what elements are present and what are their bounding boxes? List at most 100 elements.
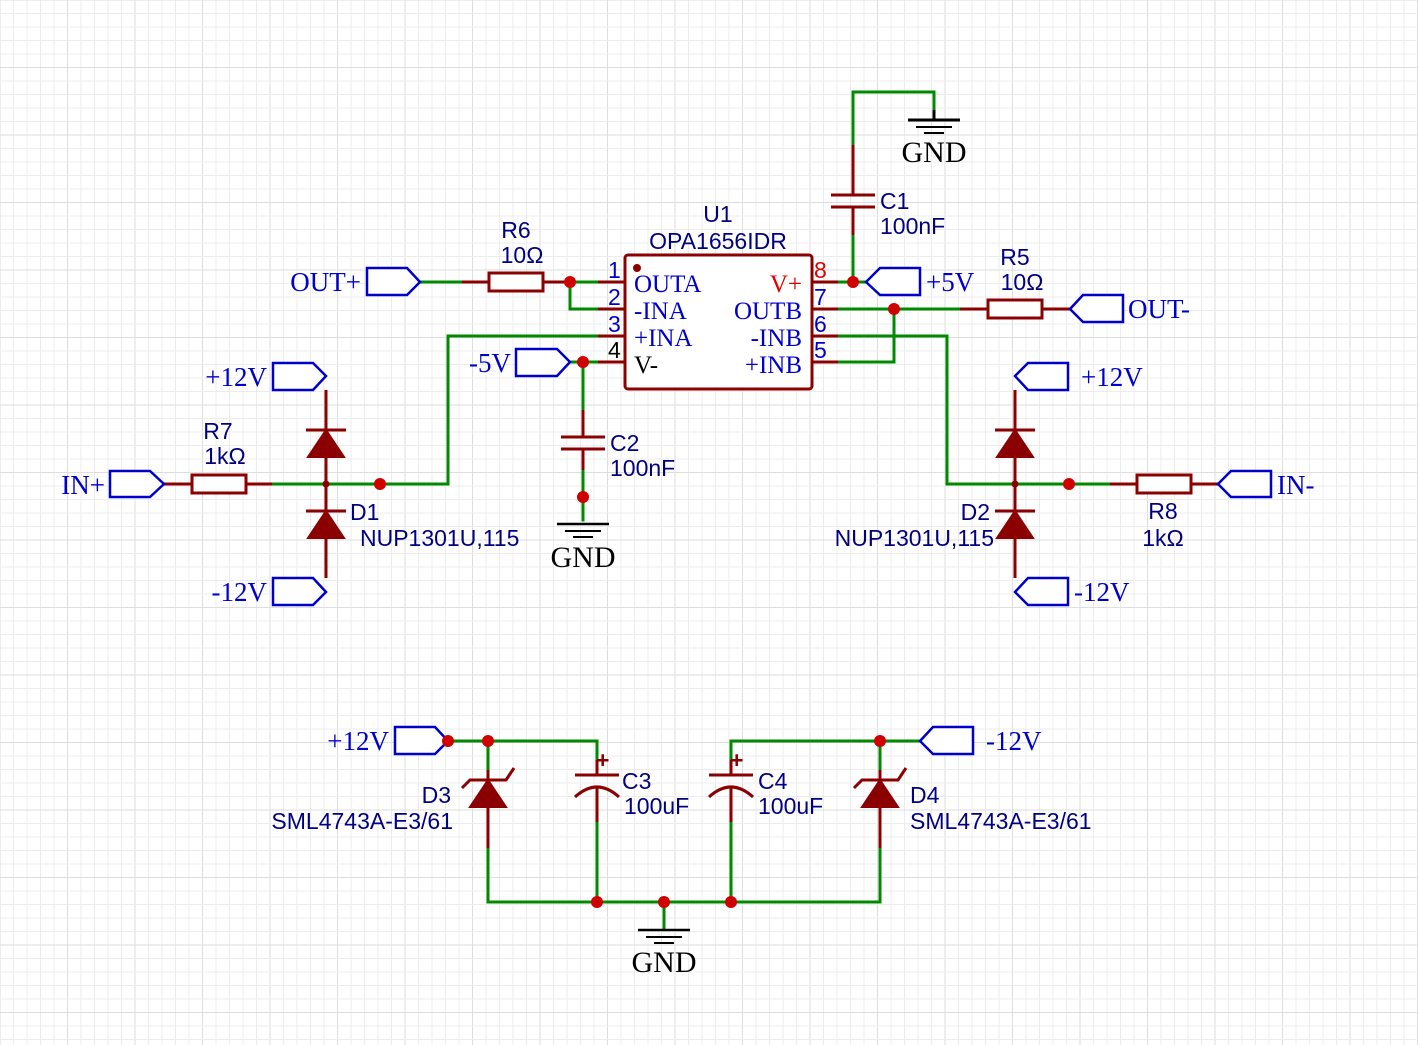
port-plus5v-label: +5V [926,267,975,297]
port-out-plus[interactable]: OUT+ [290,266,422,297]
port-out-plus-label: OUT+ [290,267,361,297]
pin5-name: +INB [745,352,802,379]
port-plus5v[interactable]: +5V [864,266,975,297]
u1-ref: U1 [703,201,732,227]
r6-value: 10Ω [501,242,544,268]
port-minus12v-bottom[interactable]: -12V [918,725,1042,756]
port-minus12v-d1[interactable]: -12V [212,576,328,607]
c1-ref: C1 [880,188,909,214]
r5-ref: R5 [1000,244,1029,270]
pin4-name: V- [634,352,658,379]
pin3-name: +INA [634,325,693,352]
wire-plus-ina[interactable] [378,334,600,486]
d3-zener[interactable]: D3 SML4743A-E3/61 [271,767,516,848]
c1-capacitor[interactable]: C1 100nF [831,145,945,239]
c4-capacitor[interactable]: + C4 100uF [707,747,823,822]
port-plus12v-d1[interactable]: +12V [205,361,328,392]
port-in-minus[interactable]: IN- [1216,469,1314,500]
port-in-minus-label: IN- [1277,470,1314,500]
d2-diode-pair[interactable]: D2 NUP1301U,115 [835,390,1035,578]
junction-in-minus-node[interactable] [1063,478,1075,490]
port-plus12v-bottom[interactable]: +12V [327,725,450,756]
port-in-plus-label: IN+ [61,470,105,500]
junction-d2-center[interactable] [1011,480,1019,488]
d4-value: SML4743A-E3/61 [910,808,1092,834]
r5-value: 10Ω [1001,269,1044,295]
port-minus12v-bottom-label: -12V [986,726,1042,756]
junction-r6-feedback[interactable] [564,276,576,288]
d1-ref: D1 [350,499,379,525]
c4-ref: C4 [758,768,788,794]
port-plus12v-d1-label: +12V [205,362,267,392]
c1-value: 100nF [880,213,945,239]
d4-zener[interactable]: D4 SML4743A-E3/61 [852,767,1092,848]
wire-gnd-bus[interactable] [486,846,882,904]
c2-value: 100nF [610,455,675,481]
pin6-number: 6 [814,311,827,337]
junction-gnd-center[interactable] [658,896,670,908]
port-plus12v-d2-label: +12V [1081,362,1143,392]
r7-ref: R7 [203,418,232,444]
junction-d4-top[interactable] [874,735,886,747]
r6-resistor[interactable]: R6 10Ω [462,217,570,293]
port-plus12v-d2[interactable]: +12V [1013,361,1143,392]
d2-value: NUP1301U,115 [835,525,994,551]
gnd-label-c2: GND [551,541,616,574]
gnd-symbol-bottom[interactable]: GND [632,928,697,979]
c4-value: 100uF [758,793,823,819]
junction-c4-gnd[interactable] [725,896,737,908]
gnd-label-top: GND [902,136,967,169]
c2-capacitor[interactable]: C2 100nF [561,410,675,481]
pin1-marker [633,264,641,272]
pin8-number: 8 [814,257,827,283]
wire-c1-gnd[interactable] [851,90,936,147]
port-minus12v-d2[interactable]: -12V [1013,576,1130,607]
wire-feedback-b[interactable] [836,307,896,364]
port-minus12v-d2-label: -12V [1074,577,1130,607]
pin4-number: 4 [608,337,621,363]
u1-body[interactable] [623,253,814,391]
junction-in-plus-node[interactable] [374,478,386,490]
gnd-symbol-c2[interactable]: GND [551,522,616,574]
pin2-name: -INA [634,298,687,325]
wire-plus-inb[interactable] [836,334,1018,486]
pin6-name: -INB [751,325,802,352]
wire-minus12v-bus[interactable] [729,739,922,762]
pin5-number: 5 [814,337,827,363]
junction-outb-feedback[interactable] [888,303,900,315]
u1-opamp[interactable]: 1 2 3 4 8 7 6 5 OUTA -INA +INA V- V+ OUT… [598,201,838,391]
junction-c2-gnd[interactable] [577,491,589,503]
wire-plus12v-bus[interactable] [446,739,599,762]
d1-diode-pair[interactable]: D1 NUP1301U,115 [306,390,519,578]
u1-value: OPA1656IDR [649,228,787,254]
d3-ref: D3 [422,782,451,808]
r8-resistor[interactable]: R8 1kΩ [1110,473,1218,551]
wire-feedback-a[interactable] [568,280,600,311]
port-in-plus[interactable]: IN+ [61,469,166,500]
port-minus12v-d1-label: -12V [212,577,268,607]
r5-resistor[interactable]: R5 10Ω [960,244,1070,320]
c3-polarity: + [596,747,609,773]
r8-ref: R8 [1148,498,1177,524]
d1-value: NUP1301U,115 [360,525,519,551]
junction-minus5v-c2[interactable] [577,356,589,368]
c3-capacitor[interactable]: + C3 100uF [573,747,689,822]
pin7-name: OUTB [734,298,802,325]
r6-ref: R6 [501,217,530,243]
port-plus12v-bottom-label: +12V [327,726,389,756]
junction-d1-center[interactable] [322,480,330,488]
r8-value: 1kΩ [1142,525,1184,551]
pin1-number: 1 [608,257,621,283]
port-out-minus[interactable]: OUT- [1068,293,1190,324]
d2-ref: D2 [961,499,990,525]
gnd-symbol-top[interactable]: GND [902,110,967,169]
port-minus5v[interactable]: -5V [469,347,572,378]
junction-plus12v-port[interactable] [442,735,454,747]
junction-plus5v-c1[interactable] [847,276,859,288]
r7-value: 1kΩ [204,443,246,469]
r7-resistor[interactable]: R7 1kΩ [164,418,272,495]
junction-c3-gnd[interactable] [591,896,603,908]
junction-d3-top[interactable] [482,735,494,747]
